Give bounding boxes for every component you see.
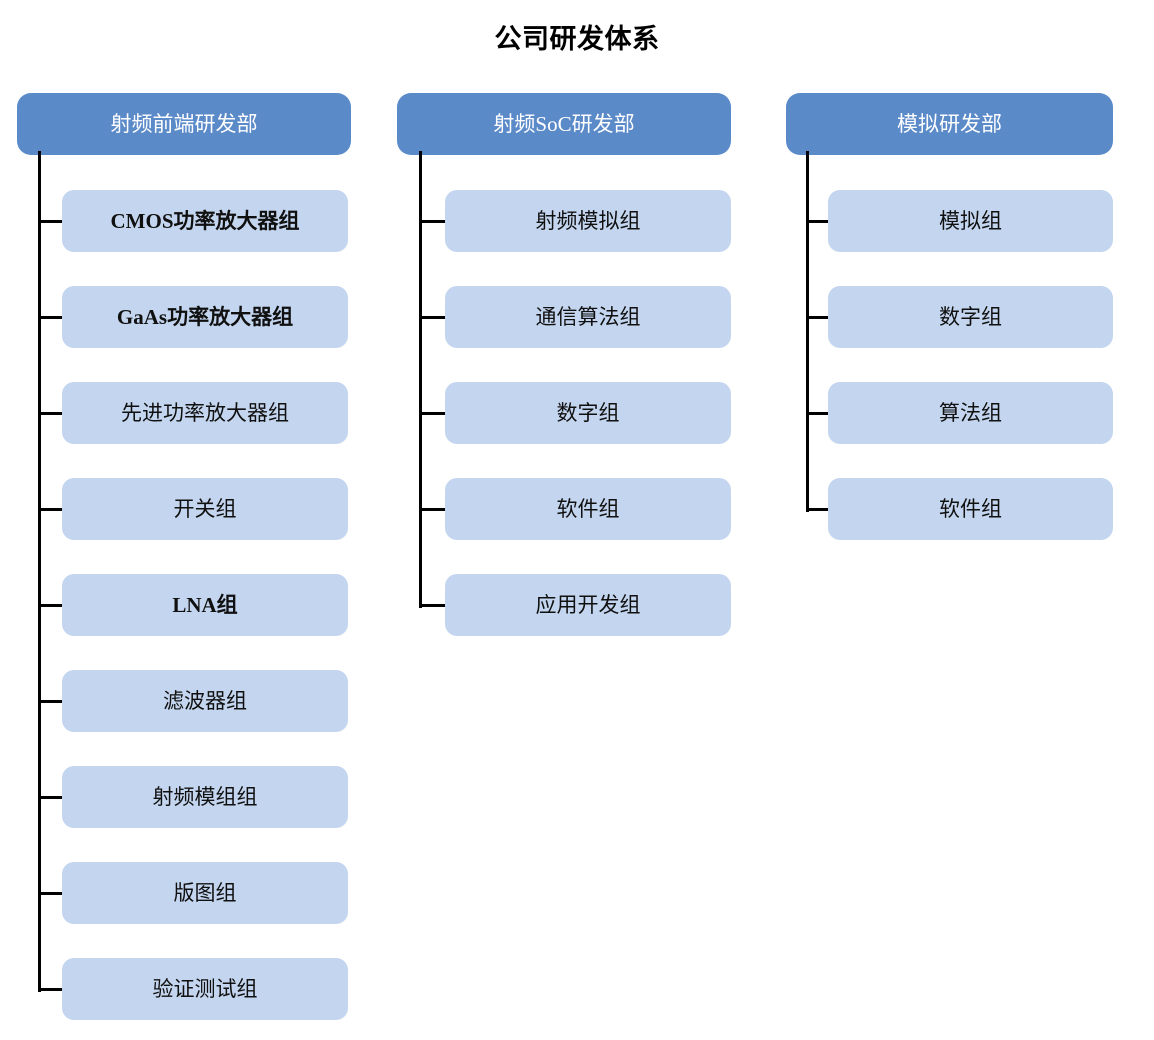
team-node[interactable]: 应用开发组 [445,574,731,636]
team-node[interactable]: 射频模拟组 [445,190,731,252]
connector-stub [38,508,64,511]
team-node[interactable]: GaAs功率放大器组 [62,286,348,348]
team-node[interactable]: 滤波器组 [62,670,348,732]
team-node[interactable]: 模拟组 [828,190,1113,252]
connector-stub [38,604,64,607]
department-node-rf-frontend[interactable]: 射频前端研发部 [17,93,351,155]
connector-stub [38,892,64,895]
connector-stub [38,988,64,991]
team-node[interactable]: 软件组 [828,478,1113,540]
team-node[interactable]: 算法组 [828,382,1113,444]
connector-stub [806,220,830,223]
connector-stub [419,412,447,415]
connector-stub [419,220,447,223]
connector-trunk-rf-soc [419,151,422,608]
team-node[interactable]: 开关组 [62,478,348,540]
team-node[interactable]: 软件组 [445,478,731,540]
team-node[interactable]: LNA组 [62,574,348,636]
connector-stub [38,796,64,799]
department-node-rf-soc[interactable]: 射频SoC研发部 [397,93,731,155]
connector-stub [419,604,447,607]
connector-stub [419,316,447,319]
connector-stub [38,316,64,319]
connector-stub [38,220,64,223]
team-node[interactable]: 通信算法组 [445,286,731,348]
connector-stub [38,700,64,703]
team-node[interactable]: 数字组 [445,382,731,444]
connector-stub [38,412,64,415]
team-node[interactable]: 射频模组组 [62,766,348,828]
connector-trunk-analog [806,151,809,512]
connector-stub [419,508,447,511]
connector-trunk-rf-frontend [38,151,41,992]
team-node[interactable]: CMOS功率放大器组 [62,190,348,252]
connector-stub [806,508,830,511]
team-node[interactable]: 数字组 [828,286,1113,348]
department-node-analog[interactable]: 模拟研发部 [786,93,1113,155]
connector-stub [806,316,830,319]
team-node[interactable]: 版图组 [62,862,348,924]
connector-stub [806,412,830,415]
team-node[interactable]: 验证测试组 [62,958,348,1020]
team-node[interactable]: 先进功率放大器组 [62,382,348,444]
page-title: 公司研发体系 [494,24,660,54]
